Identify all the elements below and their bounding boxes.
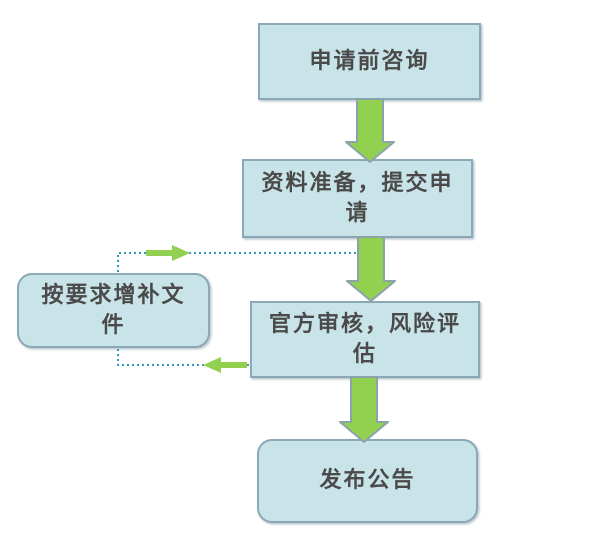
flow-node-label: 发布公告 [319,468,416,494]
down-arrow-step2-step3-icon [346,236,396,302]
flow-node-official-review-risk-assessment: 官方审核，风险评 估 [250,301,480,378]
flow-node-publish-announcement: 发布公告 [257,439,478,523]
flow-node-supplement-documents: 按要求增补文 件 [17,273,210,348]
right-arrow-resubmit-icon [146,245,190,261]
flow-node-label: 按要求增补文 件 [41,283,186,338]
left-arrow-supplement-icon [203,357,247,373]
flow-node-pre-application-consultation: 申请前咨询 [258,23,481,100]
flow-node-prepare-and-submit: 资料准备，提交申 请 [242,159,473,238]
dotted-connector-bottom [117,349,249,366]
down-arrow-step1-step2-icon [345,98,395,163]
dotted-connector-top [117,252,358,272]
down-arrow-step3-step4-icon [339,376,389,443]
flow-node-label: 申请前咨询 [309,48,430,74]
flow-node-label: 资料准备，提交申 请 [261,171,454,226]
flow-node-label: 官方审核，风险评 估 [268,312,461,367]
